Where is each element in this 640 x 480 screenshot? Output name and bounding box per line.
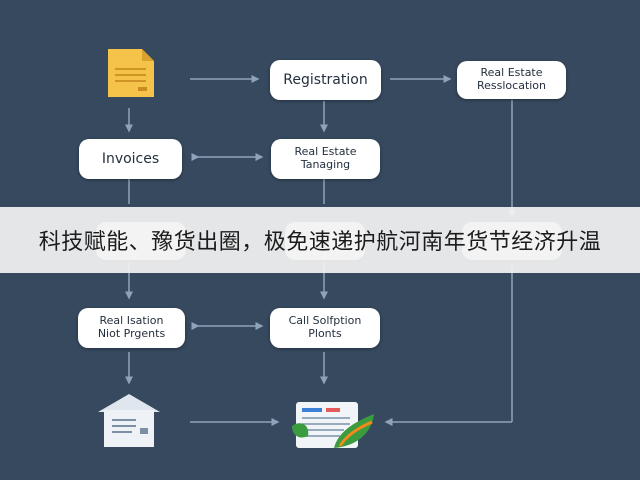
document-icon (108, 49, 154, 97)
real-estate-managing-label: Real Estate Tanaging (294, 145, 357, 171)
call-solution-node: Call Solfption Plonts (270, 308, 380, 348)
registration-label: Registration (283, 71, 368, 88)
real-estate-resolution-label: Real Estate Resslocation (476, 66, 547, 92)
headline-banner: 科技赋能、豫货出圈，极免速递护航河南年货节经济升温 (0, 207, 640, 273)
report-leaf-icon (292, 402, 374, 448)
real-isation-plan-label: Real Isation Niot Prgents (97, 314, 166, 340)
registration-node: Registration (270, 60, 381, 100)
real-estate-resolution-node: Real Estate Resslocation (457, 61, 566, 99)
house-document-icon (98, 394, 160, 447)
invoices-node: Invoices (79, 139, 182, 179)
headline-text: 科技赋能、豫货出圈，极免速递护航河南年货节经济升温 (38, 230, 602, 255)
invoices-label: Invoices (101, 150, 160, 167)
real-estate-managing-node: Real Estate Tanaging (271, 139, 380, 179)
call-solution-label: Call Solfption Plonts (288, 314, 362, 340)
real-isation-plan-node: Real Isation Niot Prgents (78, 308, 185, 348)
